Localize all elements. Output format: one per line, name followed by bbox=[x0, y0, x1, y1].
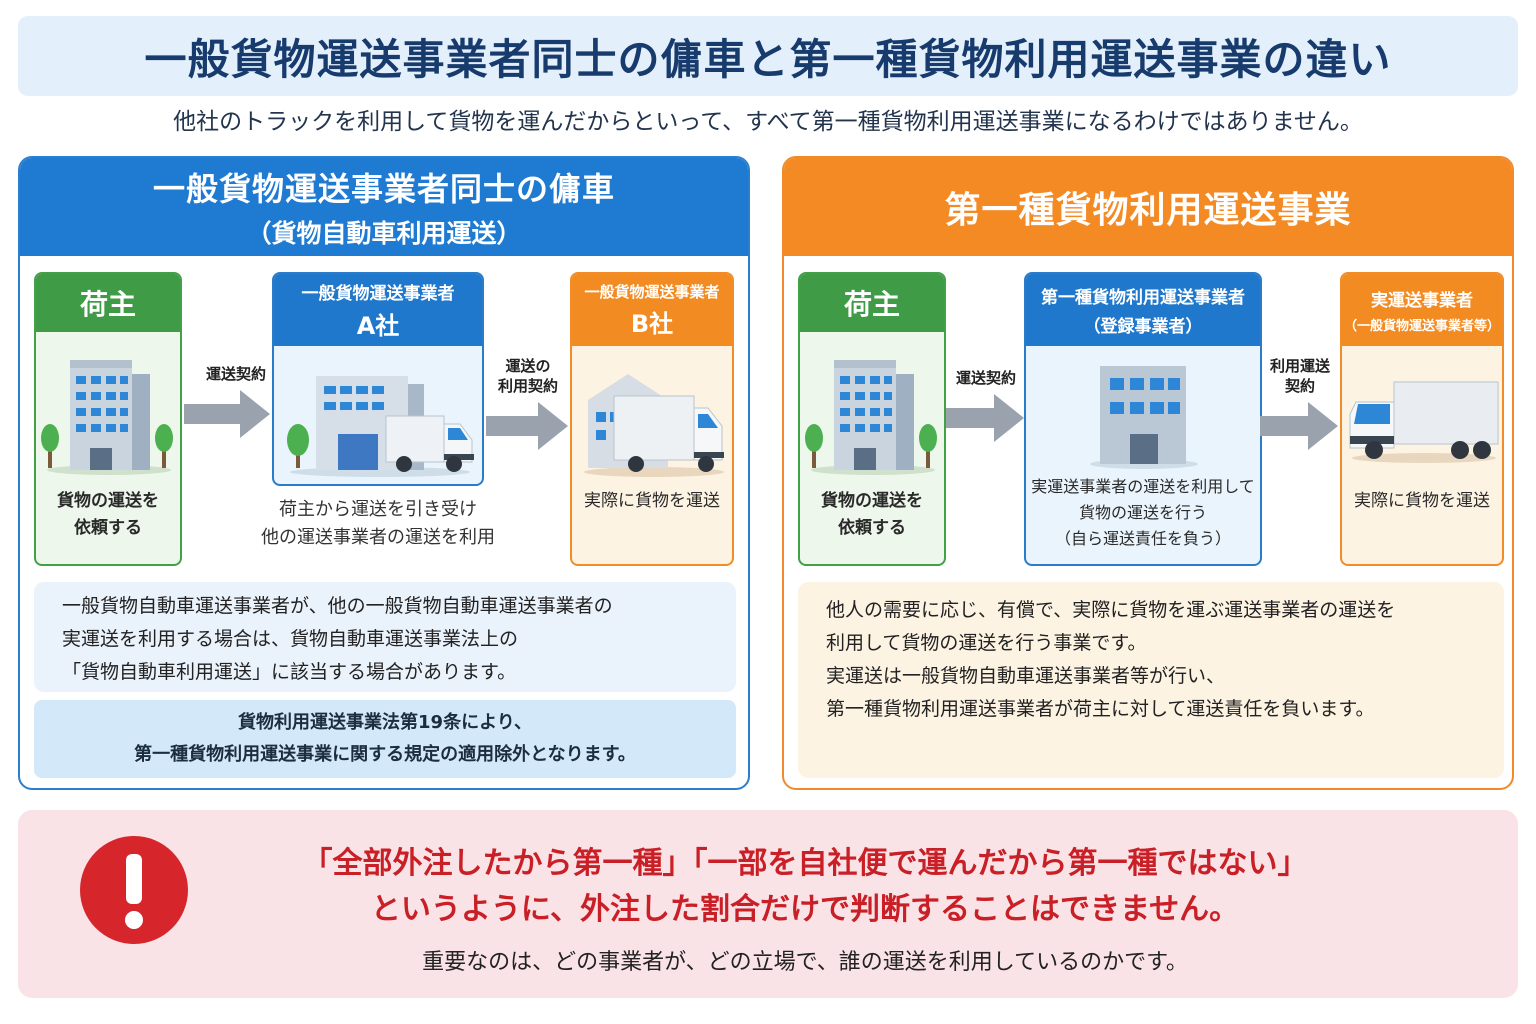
left-shipper-text2: 依頼する bbox=[74, 518, 142, 538]
page-title: 一般貨物運送事業者同士の傭車と第一種貨物利用運送事業の違い bbox=[144, 34, 1392, 84]
company-a-label1: 一般貨物運送事業者 bbox=[301, 284, 455, 304]
left-note: 貨物利用運送事業法第19条により、 第一種貨物利用運送事業に関する規定の適用除外… bbox=[34, 700, 736, 778]
warning-line3: 重要なのは、どの事業者が、どの立場で、誰の運送を利用しているのかです。 bbox=[422, 950, 1188, 975]
left-note-line1: 貨物利用運送事業法第19条により、 bbox=[238, 712, 532, 733]
left-description: 一般貨物自動車運送事業者が、他の一般貨物自動車運送事業者の 実運送を利用する場合… bbox=[34, 582, 736, 692]
warning-line2: というように、外注した割合だけで判断することはできません。 bbox=[370, 892, 1240, 927]
company-b-header: 一般貨物運送事業者 B社 bbox=[572, 274, 732, 346]
right-desc-line3: 実運送は一般貨物自動車運送事業者等が行い、 bbox=[826, 665, 1226, 687]
page-subtitle: 他社のトラックを利用して貨物を運んだからといって、すべて第一種貨物利用運送事業に… bbox=[173, 109, 1363, 135]
office-building-icon bbox=[805, 360, 937, 475]
left-desc-line3: 「貨物自動車利用運送」に該当する場合があります。 bbox=[62, 661, 517, 683]
company-b-box: 一般貨物運送事業者 B社 実際に貨物を運送 bbox=[570, 272, 734, 566]
company-b-text1: 実際に貨物を運送 bbox=[584, 491, 720, 511]
right-panel: 第一種貨物利用運送事業 荷主 貨物の運送を 依頼する 運送契約 bbox=[782, 156, 1514, 790]
operator-label1: 第一種貨物利用運送事業者 bbox=[1041, 288, 1245, 308]
right-desc-line4: 第一種貨物利用運送事業者が荷主に対して運送責任を負います。 bbox=[826, 698, 1375, 720]
office-building-icon bbox=[41, 360, 173, 475]
operator-text1: 実運送事業者の運送を利用して bbox=[1031, 477, 1255, 496]
right-desc-line2: 利用して貨物の運送を行う事業です。 bbox=[826, 632, 1147, 654]
depot-truck-icon bbox=[287, 376, 474, 477]
right-arrow-icon bbox=[184, 390, 270, 438]
left-arrow2-label1: 運送の bbox=[505, 357, 551, 375]
right-arrow-icon bbox=[1260, 402, 1338, 450]
carrier-label2: （一般貨物運送事業者等） bbox=[1343, 319, 1500, 334]
warning-box bbox=[18, 810, 1518, 998]
carrier-box: 実運送事業者 （一般貨物運送事業者等） 実際に貨物を運送 bbox=[1340, 272, 1504, 566]
left-desc-line2: 実運送を利用する場合は、貨物自動車運送事業法上の bbox=[62, 628, 519, 650]
operator-header: 第一種貨物利用運送事業者 （登録事業者） bbox=[1026, 274, 1260, 346]
right-arrow1-label: 運送契約 bbox=[955, 369, 1016, 387]
company-a-header: 一般貨物運送事業者 A社 bbox=[274, 274, 482, 346]
operator-box: 第一種貨物利用運送事業者 （登録事業者） 実運送事業者の運送を利用して 貨物の運… bbox=[1024, 272, 1262, 566]
company-a-label2: A社 bbox=[356, 312, 400, 340]
right-shipper-label: 荷主 bbox=[800, 274, 944, 332]
carrier-label1: 実運送事業者 bbox=[1371, 291, 1473, 311]
title-bar: 一般貨物運送事業者同士の傭車と第一種貨物利用運送事業の違い bbox=[18, 16, 1518, 96]
left-note-line2: 第一種貨物利用運送事業に関する規定の適用除外となります。 bbox=[134, 744, 636, 765]
right-description: 他人の需要に応じ、有償で、実際に貨物を運ぶ運送事業者の運送を 利用して貨物の運送… bbox=[798, 582, 1504, 778]
left-panel-title: 一般貨物運送事業者同士の傭車 bbox=[152, 170, 615, 208]
left-desc-line1: 一般貨物自動車運送事業者が、他の一般貨物自動車運送事業者の bbox=[62, 595, 613, 617]
company-b-label2: B社 bbox=[630, 310, 674, 338]
left-arrow1-label: 運送契約 bbox=[205, 365, 266, 383]
operator-label2: （登録事業者） bbox=[1083, 317, 1203, 337]
right-arrow2-label2: 契約 bbox=[1284, 377, 1315, 395]
left-arrow2-label2: 利用契約 bbox=[497, 377, 558, 395]
warning-line1: 「全部外注したから第一種」「一部を自社便で運んだから第一種ではない」 bbox=[302, 846, 1308, 881]
company-a-text1: 荷主から運送を引き受け bbox=[279, 499, 477, 520]
truck-icon bbox=[1349, 381, 1499, 463]
left-panel-header: 一般貨物運送事業者同士の傭車 （貨物自動車利用運送） bbox=[20, 158, 748, 256]
operator-text2: 貨物の運送を行う bbox=[1078, 503, 1207, 522]
office-icon bbox=[1090, 366, 1198, 469]
warehouse-truck-icon bbox=[584, 374, 724, 477]
right-desc-line1: 他人の需要に応じ、有償で、実際に貨物を運ぶ運送事業者の運送を bbox=[826, 599, 1396, 621]
left-shipper-text1: 貨物の運送を bbox=[57, 491, 159, 511]
left-panel-subtitle: （貨物自動車利用運送） bbox=[246, 219, 522, 248]
right-panel-header: 第一種貨物利用運送事業 bbox=[784, 158, 1512, 256]
left-shipper-label: 荷主 bbox=[36, 274, 180, 332]
right-arrow2-label1: 利用運送 bbox=[1269, 357, 1330, 375]
company-b-label1: 一般貨物運送事業者 bbox=[584, 283, 720, 301]
carrier-text1: 実際に貨物を運送 bbox=[1354, 491, 1490, 511]
right-shipper-box: 荷主 貨物の運送を 依頼する bbox=[798, 272, 946, 566]
right-shipper-text1: 貨物の運送を bbox=[821, 491, 923, 511]
operator-text3: （自ら運送責任を負う） bbox=[1054, 529, 1231, 548]
right-arrow-icon bbox=[486, 402, 568, 450]
company-a-text2: 他の運送事業者の運送を利用 bbox=[261, 527, 495, 548]
carrier-header: 実運送事業者 （一般貨物運送事業者等） bbox=[1342, 274, 1502, 346]
right-arrow-icon bbox=[946, 394, 1024, 442]
exclamation-icon bbox=[80, 836, 188, 944]
right-panel-title: 第一種貨物利用運送事業 bbox=[944, 190, 1352, 231]
right-shipper-text2: 依頼する bbox=[838, 518, 906, 538]
left-shipper-box: 荷主 貨物の運送を 依頼する bbox=[34, 272, 182, 566]
left-panel: 一般貨物運送事業者同士の傭車 （貨物自動車利用運送） 荷主 貨物の運送を 依頼す… bbox=[18, 156, 750, 790]
company-a-box: 一般貨物運送事業者 A社 bbox=[272, 272, 484, 486]
